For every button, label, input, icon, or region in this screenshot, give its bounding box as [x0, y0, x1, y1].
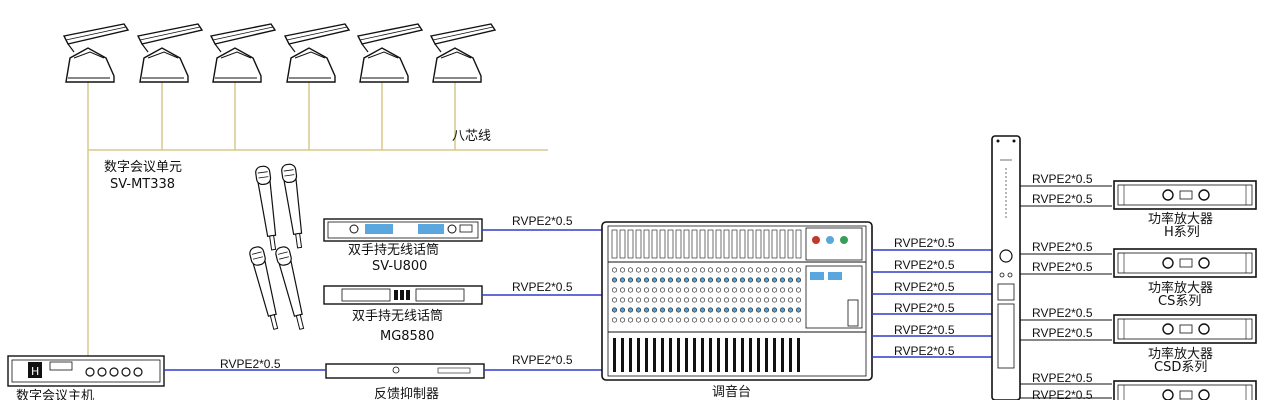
receiver-sv-u800: [323, 218, 483, 242]
amp-csd-series: CSD系列: [1154, 360, 1207, 375]
mic2-label: 双手持无线话筒: [352, 308, 443, 324]
channel-strip: [707, 229, 714, 372]
channel-strip: [675, 229, 682, 372]
cable-label: RVPE2*0.5: [894, 344, 955, 358]
amplifier-h: [1113, 180, 1257, 210]
channel-strip: [787, 229, 794, 372]
cable-label: RVPE2*0.5: [894, 280, 955, 294]
microphone-icon: [254, 164, 282, 252]
conference-unit-icon: [430, 23, 496, 83]
cable-label: RVPE2*0.5: [512, 214, 573, 228]
cable-label: RVPE2*0.5: [512, 280, 573, 294]
amplifier-extra: [1113, 380, 1257, 400]
conference-unit-model: SV-MT338: [110, 177, 175, 192]
amp-cs-series: CS系列: [1158, 294, 1201, 309]
channel-strip: [643, 229, 650, 372]
channel-strip: [747, 229, 754, 372]
mic1-model: SV-U800: [372, 259, 427, 274]
channel-strip: [739, 229, 746, 372]
mixer-label: 调音台: [712, 384, 751, 400]
amp-lines: [1020, 185, 1112, 399]
channel-strip: [731, 229, 738, 372]
amp-h-label: 功率放大器: [1148, 211, 1213, 227]
signal-lines-left: [164, 229, 606, 371]
host-label: 数字会议主机: [16, 389, 94, 400]
cable-label: RVPE2*0.5: [1032, 192, 1093, 206]
amp-csd-label: 功率放大器: [1148, 346, 1213, 362]
handheld-mics-1: [254, 162, 308, 252]
conference-unit-icon: [210, 23, 276, 83]
eight-core-label: 八芯线: [452, 129, 491, 144]
channel-strip: [683, 229, 690, 372]
channel-strip: [667, 229, 674, 372]
channel-strip: [635, 229, 642, 372]
cable-label: RVPE2*0.5: [1032, 306, 1093, 320]
conference-unit-icon: [137, 23, 203, 83]
channel-strip: [699, 229, 706, 372]
amplifier-csd: [1113, 314, 1257, 344]
mixer-channel-strips: [611, 229, 802, 372]
signal-lines-mid: [872, 249, 995, 358]
microphone-icon: [280, 162, 308, 250]
channel-strip: [779, 229, 786, 372]
conference-unit-icon: [357, 23, 423, 83]
mixer: [601, 221, 873, 381]
cable-label: RVPE2*0.5: [894, 301, 955, 315]
feedback-label: 反馈抑制器: [374, 387, 439, 400]
cable-label: RVPE2*0.5: [894, 323, 955, 337]
audio-processor: [991, 135, 1021, 400]
cable-label: RVPE2*0.5: [220, 357, 281, 371]
channel-strip: [659, 229, 666, 372]
amp-h-series: H系列: [1164, 225, 1200, 240]
channel-strip: [715, 229, 722, 372]
cable-label: RVPE2*0.5: [1032, 388, 1093, 400]
mic2-model: MG8580: [380, 329, 434, 344]
channel-strip: [611, 229, 618, 372]
channel-strip: [651, 229, 658, 372]
cable-label: RVPE2*0.5: [1032, 260, 1093, 274]
microphone-icon: [273, 245, 310, 332]
feedback-suppressor: [325, 363, 485, 379]
cable-label: RVPE2*0.5: [1032, 326, 1093, 340]
cable-label: RVPE2*0.5: [894, 258, 955, 272]
mic1-label: 双手持无线话筒: [348, 242, 439, 258]
cable-label: RVPE2*0.5: [1032, 240, 1093, 254]
conference-host: H: [7, 355, 165, 387]
cable-label: RVPE2*0.5: [1032, 172, 1093, 186]
svg-text:H: H: [31, 365, 39, 378]
amplifier-cs: [1113, 248, 1257, 278]
channel-strip: [771, 229, 778, 372]
amp-cs-label: 功率放大器: [1148, 280, 1213, 296]
conference-unit-label: 数字会议单元: [104, 160, 182, 175]
cable-label: RVPE2*0.5: [894, 236, 955, 250]
conference-unit-icon: [284, 23, 350, 83]
receiver-mg8580: [323, 285, 483, 305]
channel-strip: [691, 229, 698, 372]
channel-strip: [723, 229, 730, 372]
handheld-mics-2: [247, 245, 310, 332]
cable-label: RVPE2*0.5: [512, 353, 573, 367]
conference-bus: [87, 82, 548, 360]
cable-label: RVPE2*0.5: [1032, 371, 1093, 385]
channel-strip: [795, 229, 802, 372]
conference-unit-icon: [63, 23, 129, 83]
channel-strip: [763, 229, 770, 372]
channel-strip: [755, 229, 762, 372]
channel-strip: [627, 229, 634, 372]
channel-strip: [619, 229, 626, 372]
